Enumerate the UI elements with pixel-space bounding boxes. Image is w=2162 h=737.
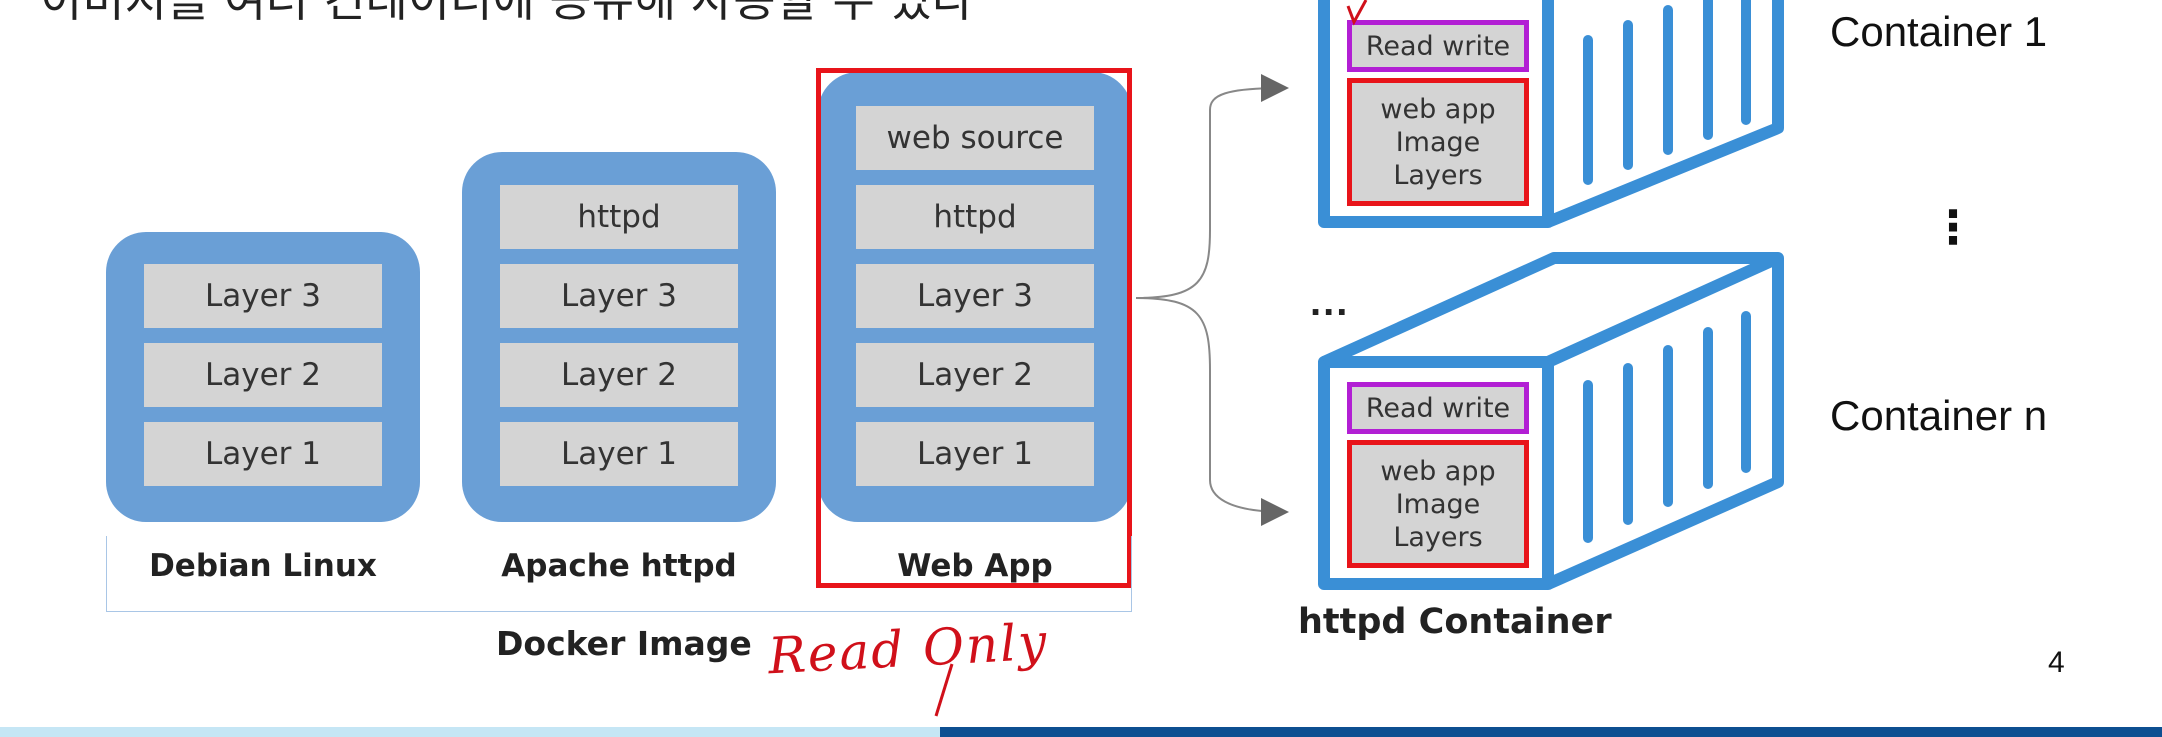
stack-label-debian: Debian Linux [149, 548, 377, 584]
container-n-label: Container n [1830, 392, 2048, 439]
fan-out-arrows [1135, 74, 1289, 526]
stack-web-app: web source httpd Layer 3 Layer 2 Layer 1 [818, 72, 1132, 522]
read-only-annotation: Read Only [766, 612, 1050, 686]
container-n-graphic [1318, 252, 1784, 590]
container-1-label: Container 1 [1830, 8, 2048, 55]
check-mark-stroke [1346, 0, 1368, 26]
image-line: web app [1380, 93, 1496, 125]
docker-image-bracket [106, 536, 1132, 612]
layer-box: Layer 1 [144, 422, 382, 486]
layer-box: Layer 2 [144, 343, 382, 407]
read-write-layer-1: Read write [1347, 20, 1529, 72]
layer-box: Layer 3 [500, 264, 738, 328]
container-1-graphic [1318, 0, 1784, 228]
footer-bar-light [0, 727, 940, 737]
slide-heading: 이미지를 여러 컨테이너에 공유해 사용할 수 있다 [40, 0, 975, 27]
image-layers-box-1: web app Image Layers [1347, 78, 1529, 206]
stack-debian-linux: Layer 3 Layer 2 Layer 1 [106, 232, 420, 522]
web-app-highlight-box [816, 68, 1132, 588]
layer-box: httpd [856, 185, 1094, 249]
stack-label-apache: Apache httpd [501, 548, 737, 584]
httpd-container-label: httpd Container [1298, 602, 1612, 642]
layer-box: httpd [500, 185, 738, 249]
page-number: 4 [2048, 646, 2065, 679]
stack-label-webapp: Web App [897, 548, 1053, 584]
layer-box: Layer 2 [856, 343, 1094, 407]
layer-box: Layer 3 [144, 264, 382, 328]
image-line: Layers [1393, 159, 1483, 191]
stack-apache-httpd: httpd Layer 3 Layer 2 Layer 1 [462, 152, 776, 522]
read-write-layer-n: Read write [1347, 382, 1529, 434]
layer-box: Layer 2 [500, 343, 738, 407]
image-line: Image [1395, 126, 1481, 158]
read-only-tail-stroke [934, 663, 954, 717]
image-line: web app [1380, 455, 1496, 487]
layer-box: Layer 1 [500, 422, 738, 486]
layer-box: Layer 3 [856, 264, 1094, 328]
image-line: Layers [1393, 521, 1483, 553]
horizontal-ellipsis: ... [1310, 280, 1350, 324]
layer-box: web source [856, 106, 1094, 170]
image-layers-box-n: web app Image Layers [1347, 440, 1529, 568]
layer-box: Layer 1 [856, 422, 1094, 486]
image-line: Image [1395, 488, 1481, 520]
footer-bar-dark [940, 727, 2162, 737]
docker-image-label: Docker Image [496, 624, 752, 663]
vertical-ellipsis: ⋮ [1930, 201, 1976, 253]
